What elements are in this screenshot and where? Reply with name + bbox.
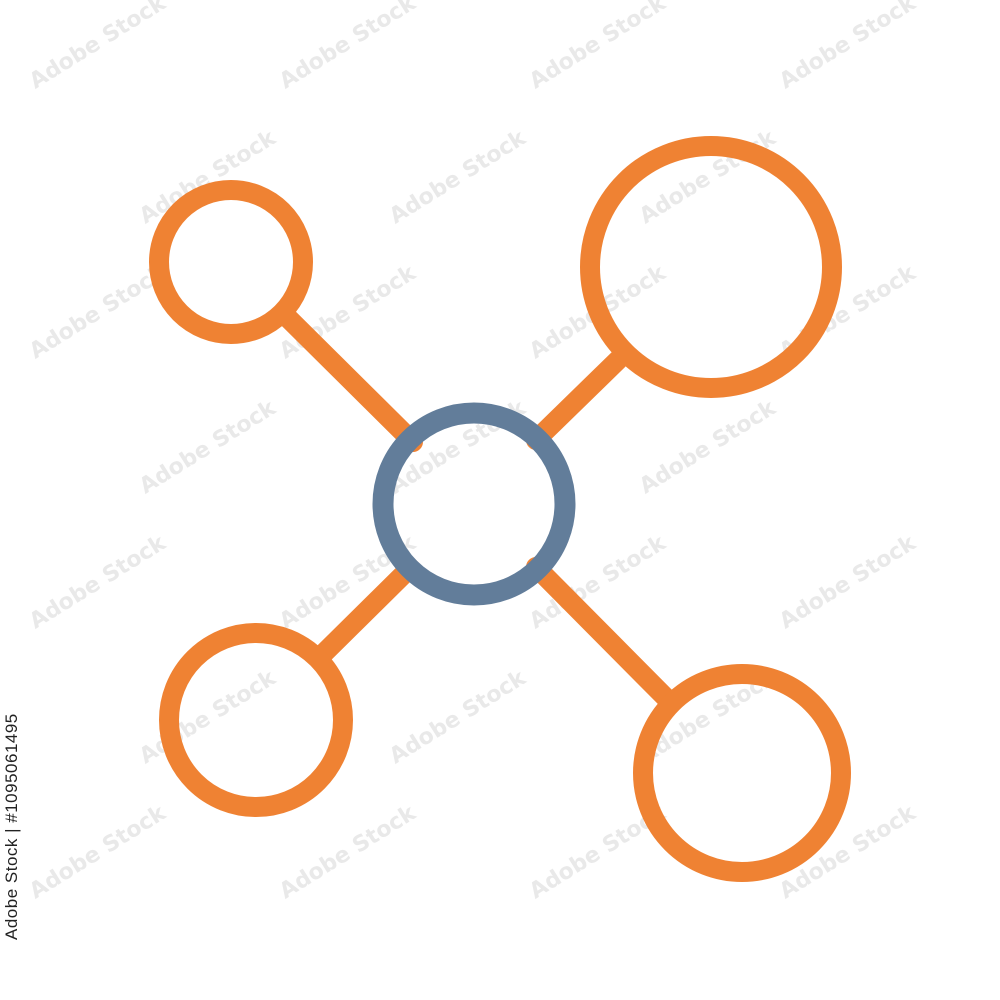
connector-top-left xyxy=(278,308,423,452)
connector-top-right xyxy=(526,350,628,450)
node-top-right xyxy=(580,136,842,398)
hub-node xyxy=(372,402,576,606)
connector-bottom-right xyxy=(526,557,675,707)
node-top-left xyxy=(149,180,313,344)
node-bottom-right xyxy=(633,664,851,882)
stock-id-label: Adobe Stock | #1095061495 xyxy=(2,713,21,940)
connector-bottom-left xyxy=(312,558,420,665)
node-bottom-left xyxy=(159,623,353,817)
